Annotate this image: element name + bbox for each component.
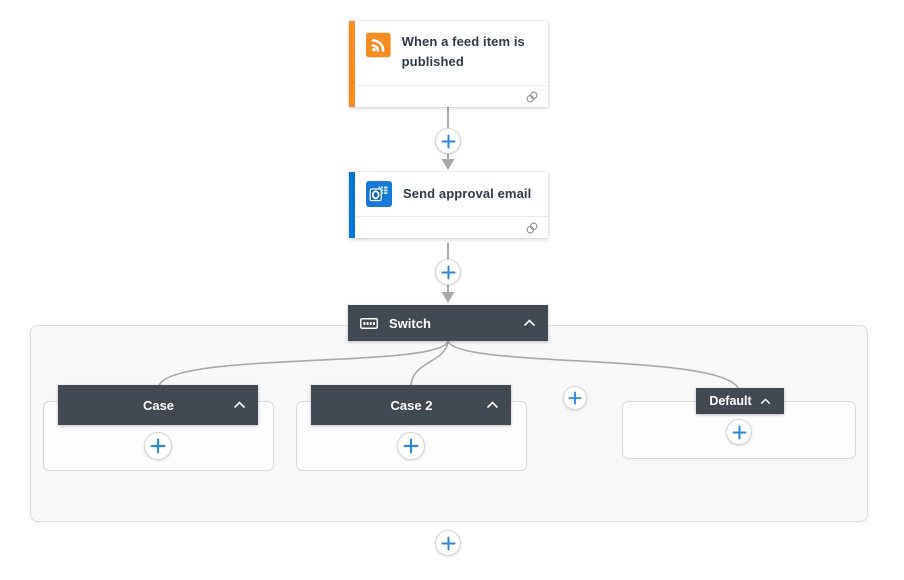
rss-icon: [366, 32, 391, 58]
plus-icon: [732, 425, 746, 439]
plus-icon: [441, 536, 455, 550]
trigger-card-footer: [355, 85, 548, 107]
connections-icon: [526, 222, 538, 233]
switch-label: Switch: [389, 315, 431, 331]
new-step-button[interactable]: [435, 530, 461, 556]
add-action-case-2-button[interactable]: [397, 432, 425, 460]
plus-icon: [441, 265, 455, 279]
add-case-button[interactable]: [563, 386, 587, 410]
collapse-switch-button[interactable]: [523, 319, 536, 327]
chevron-up-icon: [760, 397, 770, 404]
insert-step-button-1[interactable]: [435, 128, 461, 154]
action-card-send-approval-email[interactable]: Send approval email: [349, 172, 548, 238]
plus-icon: [568, 391, 582, 405]
case-1-header[interactable]: Case: [58, 385, 258, 425]
collapse-case-2-button[interactable]: [486, 401, 499, 409]
collapse-case-1-button[interactable]: [233, 401, 246, 409]
default-label: Default: [709, 394, 752, 408]
collapse-default-button[interactable]: [760, 397, 771, 405]
case-2-label: Case 2: [390, 397, 433, 413]
arrow-down-icon: [441, 292, 455, 303]
insert-step-button-2[interactable]: [435, 259, 461, 285]
chevron-up-icon: [523, 319, 536, 327]
default-header[interactable]: Default: [696, 388, 784, 414]
add-action-case-1-button[interactable]: [144, 432, 172, 460]
trigger-title: When a feed item is published: [401, 34, 525, 70]
trigger-accent-bar: [349, 21, 355, 107]
chevron-up-icon: [486, 401, 499, 409]
case-1-label: Case: [142, 397, 175, 413]
trigger-card-when-a-feed-item-is-published[interactable]: When a feed item is published: [349, 21, 548, 107]
outlook-icon: [366, 181, 392, 207]
chevron-up-icon: [233, 401, 246, 409]
case-2-header[interactable]: Case 2: [311, 385, 511, 425]
connections-icon: [526, 91, 538, 102]
add-action-default-button[interactable]: [726, 419, 752, 445]
action-accent-bar: [349, 172, 355, 238]
action-card-footer: [355, 216, 548, 238]
arrow-down-icon: [441, 159, 455, 170]
plus-icon: [441, 134, 455, 148]
action-title: Send approval email: [403, 185, 532, 201]
switch-icon: [360, 317, 378, 329]
plus-icon: [150, 438, 166, 454]
switch-header[interactable]: Switch: [348, 305, 548, 341]
plus-icon: [403, 438, 419, 454]
